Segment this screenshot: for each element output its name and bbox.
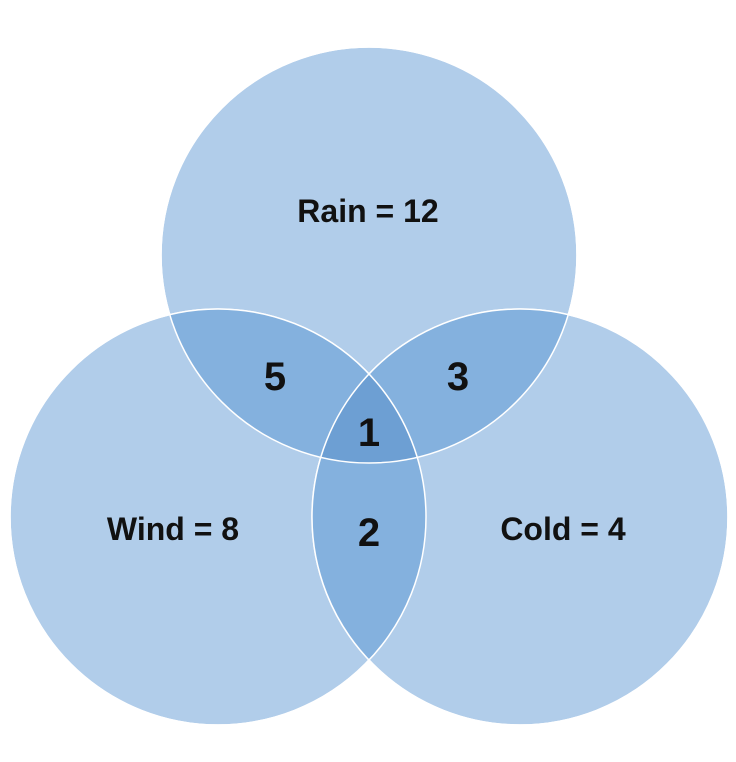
wind-outline [9, 308, 427, 726]
cold-label: Cold = 4 [500, 511, 626, 547]
rain-wind-overlap [161, 309, 426, 463]
rain-wind-count: 5 [264, 355, 286, 399]
rain-cold-overlap [312, 309, 577, 463]
cold-outline [311, 308, 729, 726]
wind-cold-count: 2 [358, 511, 380, 555]
wind-label: Wind = 8 [107, 511, 239, 547]
rain-outline [160, 46, 578, 464]
rain-label: Rain = 12 [297, 193, 438, 229]
rain-wind-cold-count: 1 [358, 411, 380, 455]
rain-cold-count: 3 [447, 355, 469, 399]
